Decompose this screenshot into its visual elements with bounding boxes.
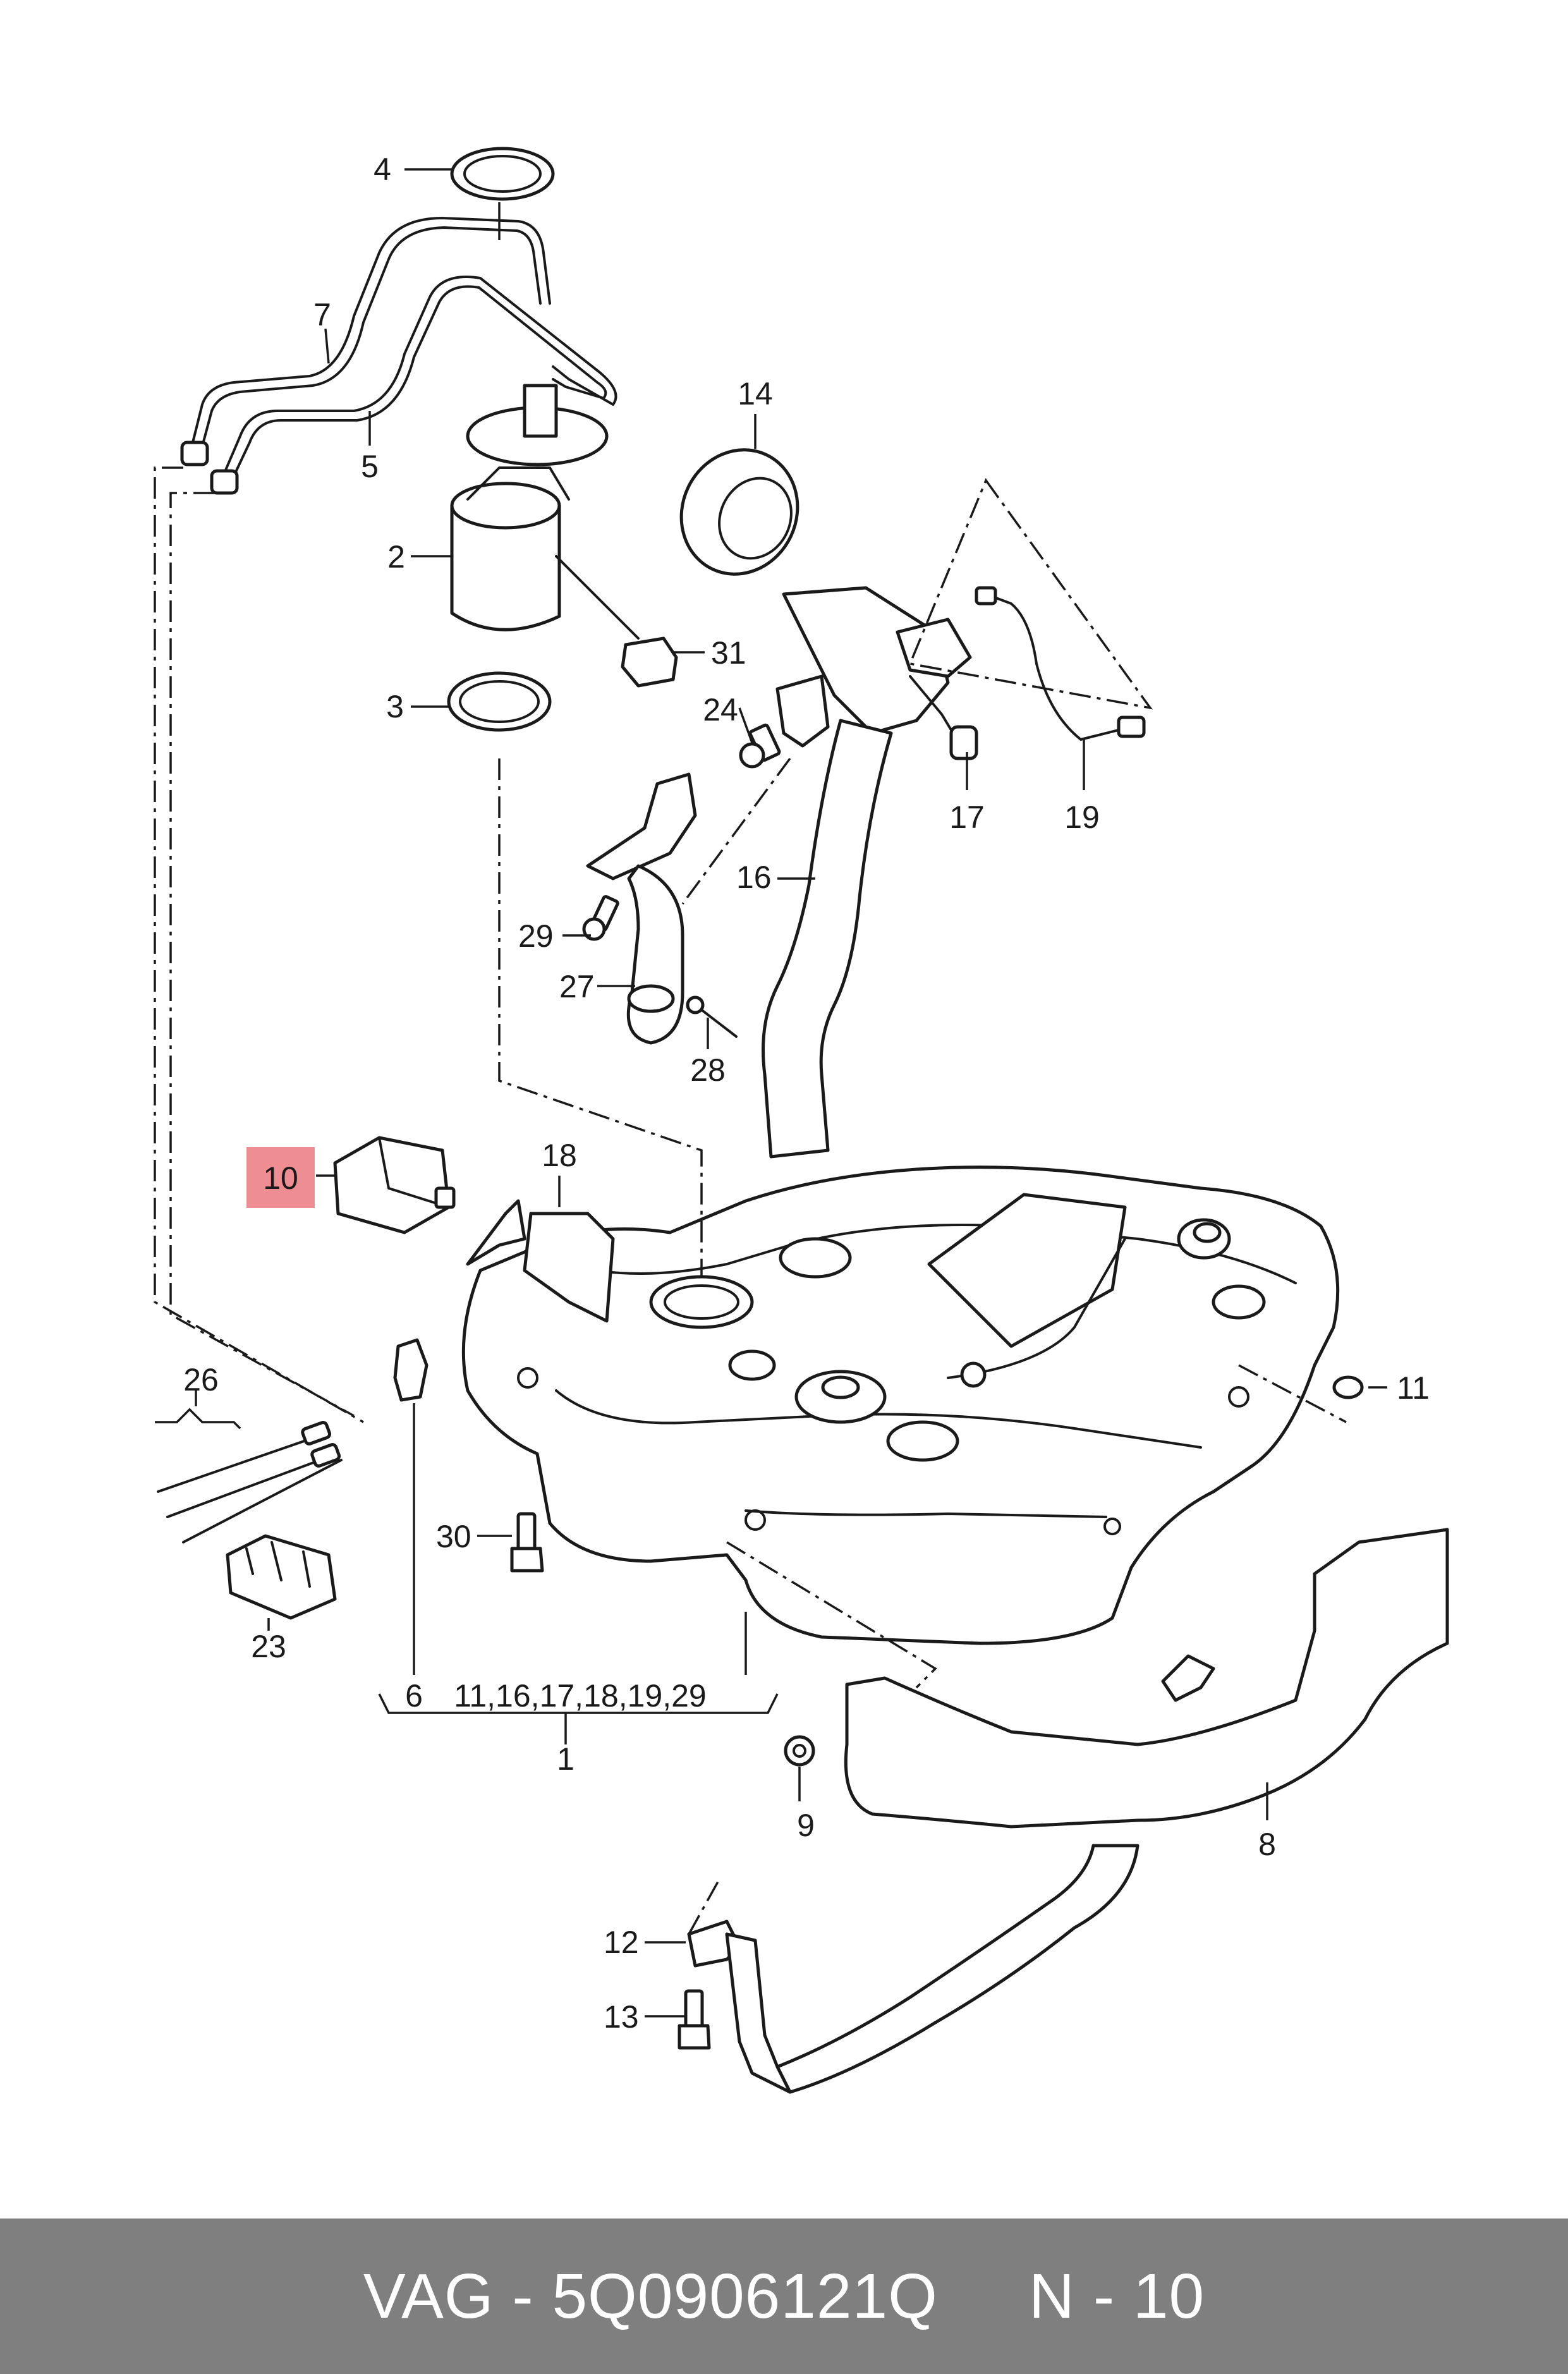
screw-29 <box>582 895 619 941</box>
callout-16: 16 <box>736 860 772 895</box>
callout-11: 11 <box>1397 1370 1430 1406</box>
callout-19: 19 <box>1064 800 1100 835</box>
grommet-11 <box>1332 1375 1364 1399</box>
highlight-box-10 <box>246 1147 315 1208</box>
callout-9: 9 <box>797 1808 815 1843</box>
callout-10: 10 <box>263 1160 298 1196</box>
line-set-26 <box>157 1421 343 1543</box>
callout-24: 24 <box>703 692 738 727</box>
callout-5: 5 <box>361 449 379 484</box>
callout-6: 6 <box>405 1678 423 1714</box>
nut-9 <box>784 1735 815 1767</box>
fuel-line-5 <box>210 276 617 495</box>
reference-lines <box>154 466 1347 1935</box>
connector-31 <box>621 636 678 688</box>
callout-7: 7 <box>313 297 331 332</box>
callout-2: 2 <box>387 539 405 575</box>
sealing-ring-4 <box>450 147 555 201</box>
callout-1: 1 <box>557 1741 574 1777</box>
callout-18: 18 <box>542 1138 577 1173</box>
hose-17 <box>909 675 978 760</box>
tank-strap-8 <box>775 1528 1449 2094</box>
callout-30: 30 <box>436 1519 471 1554</box>
part-number-caption: VAG - 5Q0906121Q N - 10 <box>363 2260 1205 2332</box>
filler-flange-14 <box>679 448 799 576</box>
bracket-hose-27 <box>586 772 697 1045</box>
callout-13: 13 <box>604 1999 639 2035</box>
fuel-line-7 <box>180 217 551 466</box>
bolt-13 <box>678 1989 711 2050</box>
screw-28 <box>686 995 738 1038</box>
callout-29: 29 <box>518 918 554 954</box>
dashed-box-19 <box>908 478 1153 710</box>
callout-31: 31 <box>711 635 746 671</box>
fuel-pump-module-2 <box>450 384 640 640</box>
strap-bracket-12 <box>687 1920 792 2094</box>
bracket-18 <box>466 1199 615 1323</box>
callout-28: 28 <box>690 1052 726 1088</box>
clip-6 <box>393 1338 428 1402</box>
callout-3: 3 <box>386 689 404 724</box>
fuel-tank-1 <box>461 1166 1340 1645</box>
callout-26: 26 <box>183 1362 219 1397</box>
bolt-30 <box>510 1512 544 1573</box>
holder-23 <box>226 1534 337 1620</box>
wire-19 <box>975 586 1146 741</box>
retaining-ring-3 <box>447 671 552 732</box>
callout-14: 14 <box>738 376 773 411</box>
callout-27: 27 <box>559 969 595 1004</box>
footer-bar: VAG - 5Q0906121Q N - 10 <box>0 2219 1568 2374</box>
callout-12: 12 <box>604 1925 639 1960</box>
leader-lines <box>155 168 1387 2018</box>
fuel-tank-exploded-diagram: 4 7 5 2 3 31 14 24 16 17 19 29 27 28 18 … <box>154 147 1449 2094</box>
callout-23: 23 <box>251 1629 286 1664</box>
bolt-24 <box>739 723 781 769</box>
callout-17: 17 <box>949 800 985 835</box>
callout-group: 11,16,17,18,19,29 <box>454 1678 706 1714</box>
filler-neck-16 <box>762 586 972 1159</box>
callout-labels: 4 7 5 2 3 31 14 24 16 17 19 29 27 28 18 … <box>183 152 1430 2035</box>
callout-4: 4 <box>374 152 391 187</box>
callout-8: 8 <box>1258 1827 1276 1862</box>
part-10 <box>333 1136 456 1234</box>
